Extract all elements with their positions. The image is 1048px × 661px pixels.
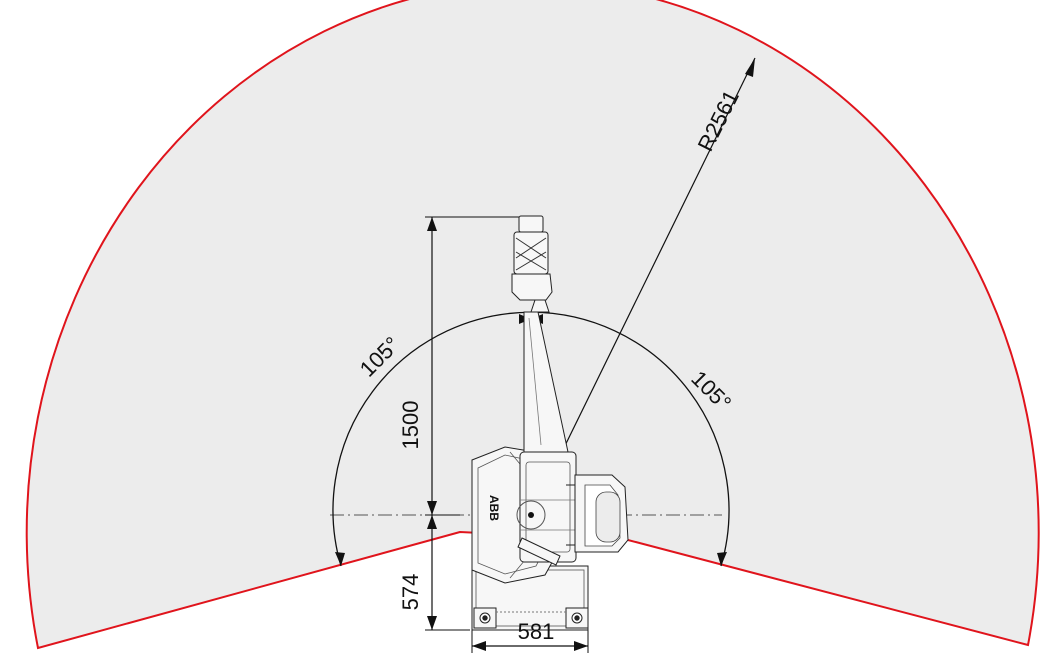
brand-logo-text: ABB (487, 495, 501, 521)
base-axis-center (528, 512, 534, 518)
robot-elbow (511, 273, 553, 301)
rear-dimension-arrow-top (427, 515, 437, 529)
robot-tool-flange (518, 215, 544, 233)
brand-logo: ABB (487, 495, 501, 521)
height-dimension-arrow-bottom (427, 501, 437, 515)
robot-top-view (471, 215, 629, 631)
height-dimension-arrow-top (427, 217, 437, 231)
rear-dimension-arrow-bottom (427, 616, 437, 630)
angle-arc-arrow-left-bottom (335, 552, 345, 566)
angle-arc-arrow-right-bottom (717, 552, 727, 566)
height-label: 1500 (398, 401, 423, 450)
base-width-label: 581 (518, 619, 555, 644)
robot-strut (517, 537, 561, 566)
base-dimension-arrow-right (574, 641, 588, 651)
rear-offset-label: 574 (398, 574, 423, 611)
radius-dimension-arrow (745, 58, 755, 77)
radius-dimension-line (530, 57, 756, 516)
base-dimension-arrow-left (472, 641, 486, 651)
